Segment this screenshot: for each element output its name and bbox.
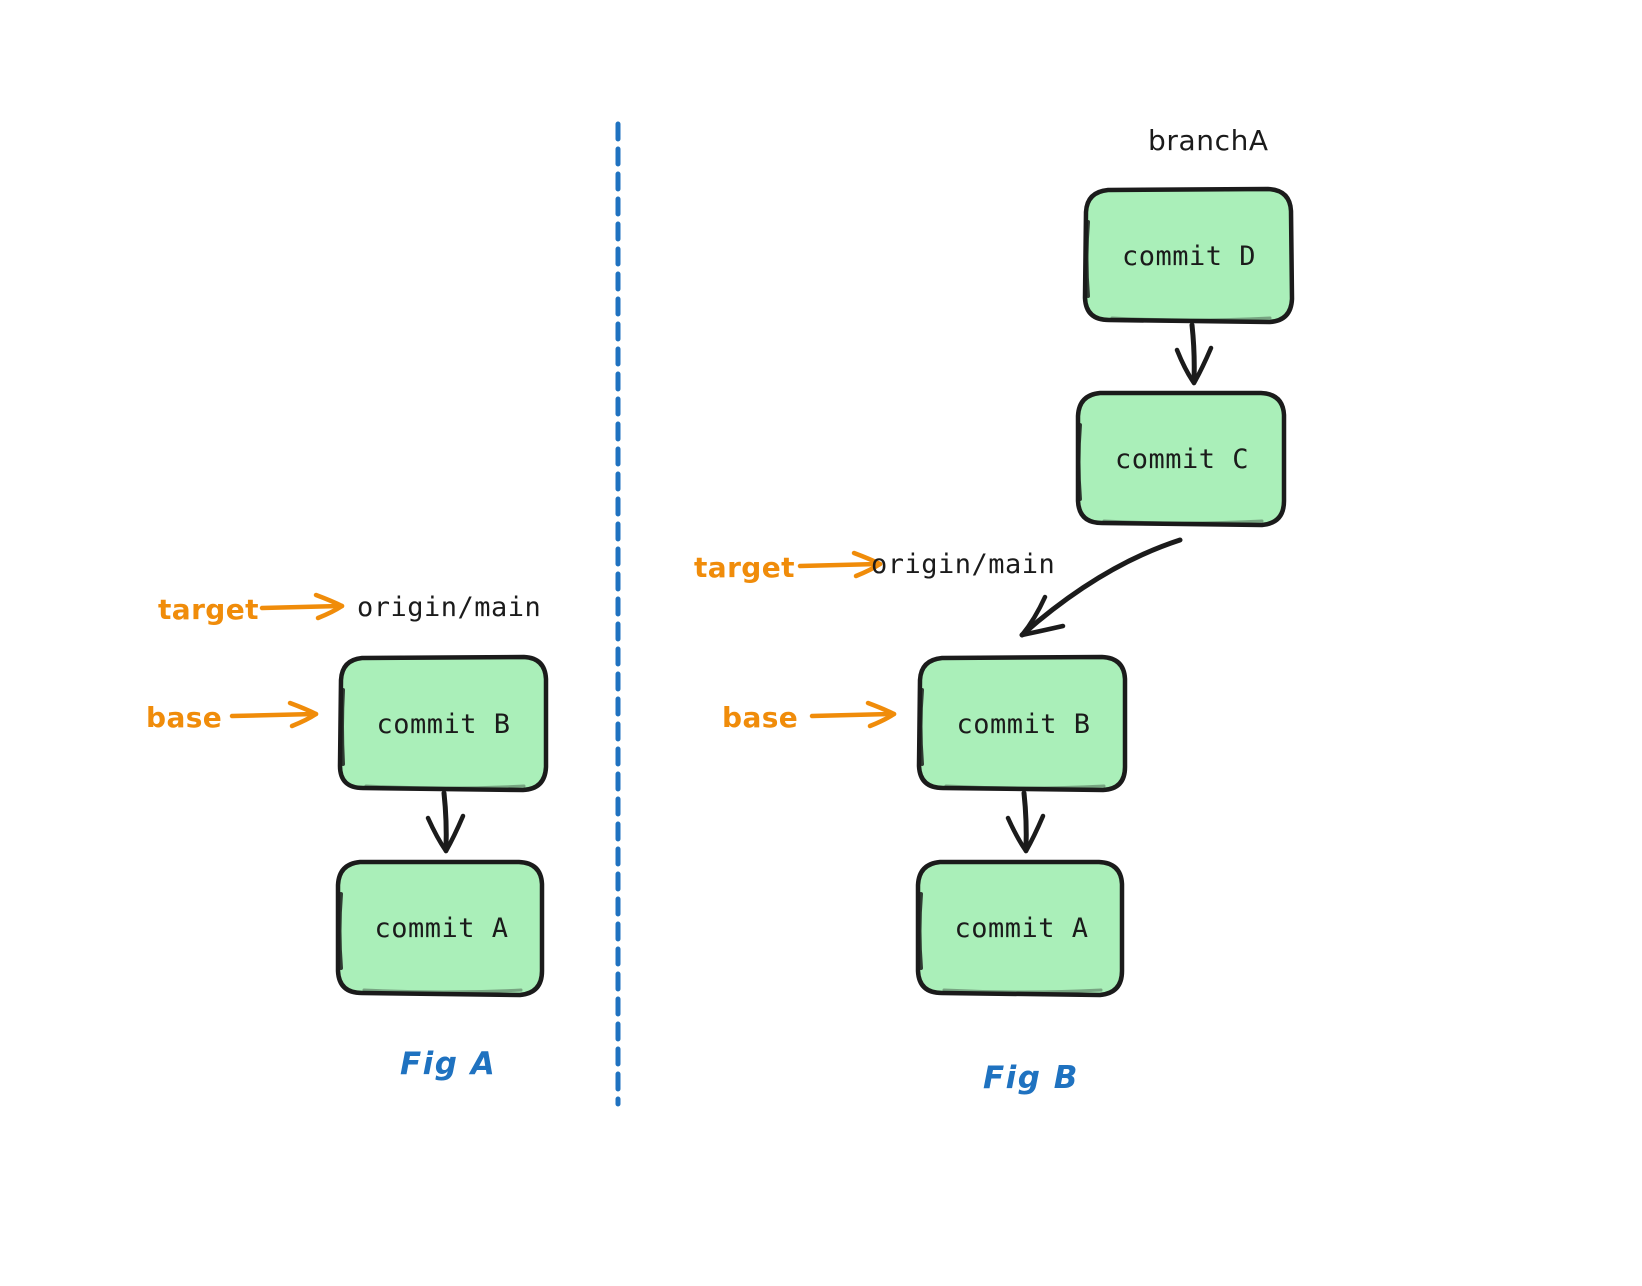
figure-caption-a: Fig A	[400, 1046, 497, 1082]
commit-box-d-fig-b[interactable]	[1082, 186, 1295, 325]
annotation-label-base-fig-b: base	[722, 701, 799, 734]
edge-commit-b-to-commit-a-fig-a	[425, 790, 466, 854]
ref-label-origin-main-fig-a: origin/main	[357, 592, 542, 623]
annotation-label-target-fig-b: target	[694, 551, 795, 584]
ref-label-origin-main-fig-b: origin/main	[871, 549, 1056, 580]
edge-commit-c-to-commit-b-fig-b	[1019, 537, 1183, 638]
annotation-label-target-fig-a: target	[158, 593, 259, 626]
commit-box-b-fig-a[interactable]	[337, 654, 549, 793]
annotation-label-base-fig-a: base	[146, 701, 223, 734]
ref-label-branch-a-fig-b: branchA	[1148, 124, 1269, 157]
figure-caption-b: Fig B	[983, 1060, 1079, 1096]
annotation-arrow-target-fig-b	[797, 550, 883, 579]
commit-box-b-fig-b[interactable]	[916, 654, 1128, 793]
edge-commit-d-to-commit-c-fig-b	[1174, 322, 1214, 386]
commit-box-a-fig-b[interactable]	[915, 859, 1125, 998]
commit-box-c-fig-b[interactable]	[1075, 390, 1287, 528]
edge-commit-b-to-commit-a-fig-b	[1005, 790, 1046, 854]
annotation-arrow-base-fig-a	[229, 700, 319, 729]
commit-box-a-fig-a[interactable]	[335, 859, 545, 998]
annotation-arrow-base-fig-b	[809, 700, 897, 729]
annotation-arrow-target-fig-a	[259, 592, 345, 621]
